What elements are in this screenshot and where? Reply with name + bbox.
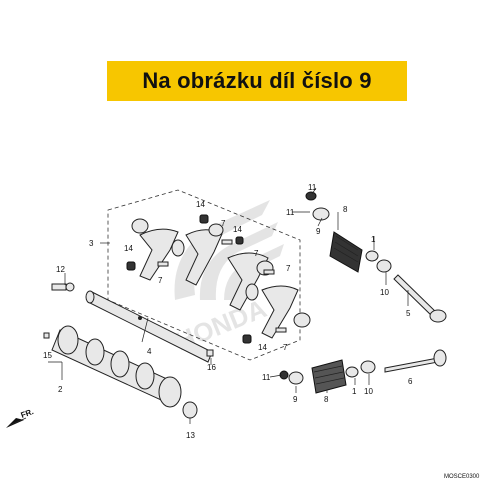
callout-9-a: 9 [316,227,321,236]
camshaft [51,325,182,408]
callout-9-b: 9 [293,395,298,404]
info-banner: Na obrázku díl číslo 9 [107,61,407,101]
callout-6: 6 [408,377,413,386]
callout-12: 12 [56,265,65,274]
callout-11-c: 11 [262,373,271,382]
callout-7-a: 7 [221,219,226,228]
small-parts [43,214,287,419]
leader-lines [48,187,409,424]
banner-text: Na obrázku díl číslo 9 [142,68,372,93]
upper-valve-assembly [305,191,447,323]
front-direction-arrow: FR. [6,407,35,428]
rocker-arms [131,218,311,339]
callout-16: 16 [207,363,216,372]
callout-10-b: 10 [364,387,373,396]
rocker-shaft [85,290,213,363]
callout-8-b: 8 [324,395,329,404]
callout-2: 2 [58,385,63,394]
callout-7-e: 7 [283,343,288,352]
callout-11-b: 11 [286,208,295,217]
callout-10-a: 10 [380,288,389,297]
callout-8-a: 8 [343,205,348,214]
callout-numbers: 3 12 15 2 4 16 13 14 14 14 14 7 7 7 7 7 … [43,183,413,440]
callout-7-d: 7 [286,264,291,273]
callout-15: 15 [43,351,52,360]
callout-11-a: 11 [308,183,317,192]
direction-label: FR. [20,407,35,420]
callout-7-b: 7 [158,276,163,285]
callout-14-c: 14 [233,225,242,234]
callout-4: 4 [147,347,152,356]
lower-valve-assembly [279,349,447,394]
callout-1-b: 1 [352,387,357,396]
callout-5: 5 [406,309,411,318]
diagram-code: MOSCE0300 [444,474,480,480]
callout-1-a: 1 [371,235,376,244]
callout-14-a: 14 [196,200,205,209]
callout-14-d: 14 [258,343,267,352]
callout-14-b: 14 [124,244,133,253]
callout-13: 13 [186,431,195,440]
callout-3: 3 [89,239,94,248]
callout-7-c: 7 [254,249,259,258]
